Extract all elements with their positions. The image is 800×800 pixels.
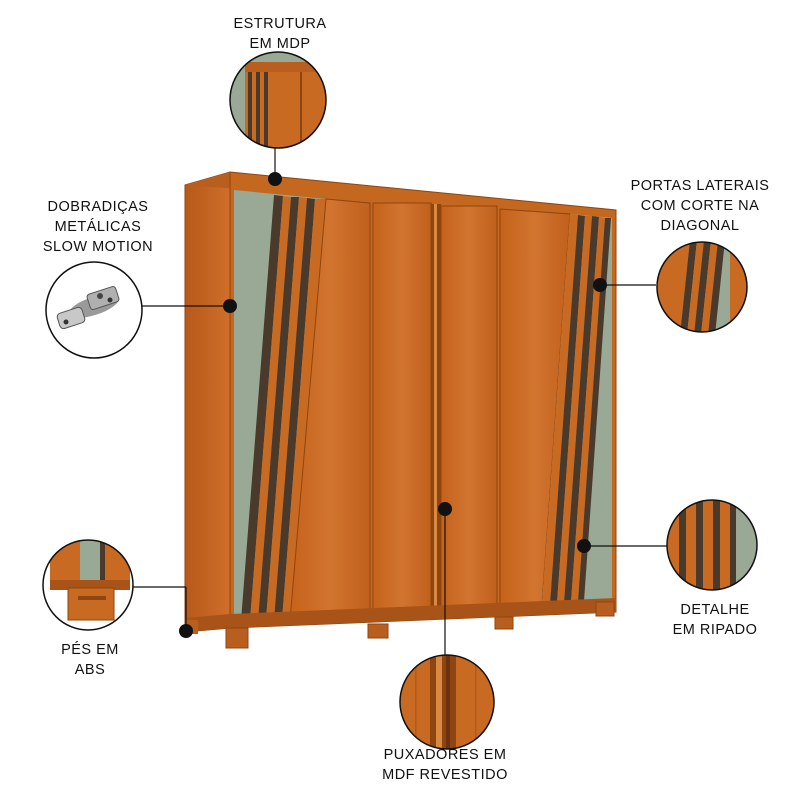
label-line: DIAGONAL — [660, 218, 740, 234]
callout-dots — [179, 172, 607, 638]
door-3 — [440, 205, 498, 610]
detail-circle-dobradicas — [45, 261, 143, 359]
right-door-slats — [542, 214, 611, 604]
dot-estrutura — [268, 172, 282, 186]
callout-label-ripado: DETALHE EM RIPADO — [660, 600, 770, 640]
foot — [494, 616, 514, 630]
wardrobe — [184, 171, 617, 649]
label-line: PÉS EM — [61, 642, 119, 658]
callout-label-estrutura: ESTRUTURA EM MDP — [228, 14, 332, 54]
callout-label-portas: PORTAS LATERAIS COM CORTE NA DIAGONAL — [620, 176, 780, 236]
label-line: COM CORTE NA — [640, 198, 760, 214]
dot-portas — [593, 278, 607, 292]
callout-label-dobradicas: DOBRADIÇAS METÁLICAS SLOW MOTION — [28, 197, 168, 257]
label-line: SLOW MOTION — [42, 239, 154, 255]
label-line: ESTRUTURA — [233, 16, 327, 32]
detail-circle-puxadores — [399, 654, 495, 750]
foot — [367, 623, 389, 639]
label-line: EM RIPADO — [672, 622, 758, 638]
foot — [225, 627, 249, 649]
foot — [595, 601, 615, 617]
detail-circle-portas — [656, 241, 748, 333]
label-line: DOBRADIÇAS — [47, 199, 149, 215]
label-line: ABS — [74, 662, 106, 678]
dot-puxadores — [438, 502, 452, 516]
left-door-slats — [241, 195, 326, 621]
label-line: EM MDP — [249, 36, 311, 52]
dot-pes — [179, 624, 193, 638]
callout-label-pes: PÉS EM ABS — [50, 640, 130, 680]
leader-lines — [132, 148, 667, 655]
label-line: PUXADORES EM — [383, 747, 507, 763]
dot-dobradicas — [223, 299, 237, 313]
label-line: MDF REVESTIDO — [382, 767, 508, 783]
door-2 — [372, 202, 432, 616]
label-line: METÁLICAS — [54, 219, 142, 235]
label-line: DETALHE — [680, 602, 750, 618]
dot-ripado — [577, 539, 591, 553]
label-line: PORTAS LATERAIS — [630, 178, 770, 194]
wardrobe-base — [185, 598, 616, 632]
detail-circle-pes — [42, 539, 134, 631]
detail-circle-ripado — [666, 499, 758, 591]
wardrobe-side-panel — [184, 171, 231, 633]
hinge-icon — [56, 286, 120, 330]
callout-label-puxadores: PUXADORES EM MDF REVESTIDO — [370, 745, 520, 785]
detail-circle-estrutura — [229, 51, 327, 149]
